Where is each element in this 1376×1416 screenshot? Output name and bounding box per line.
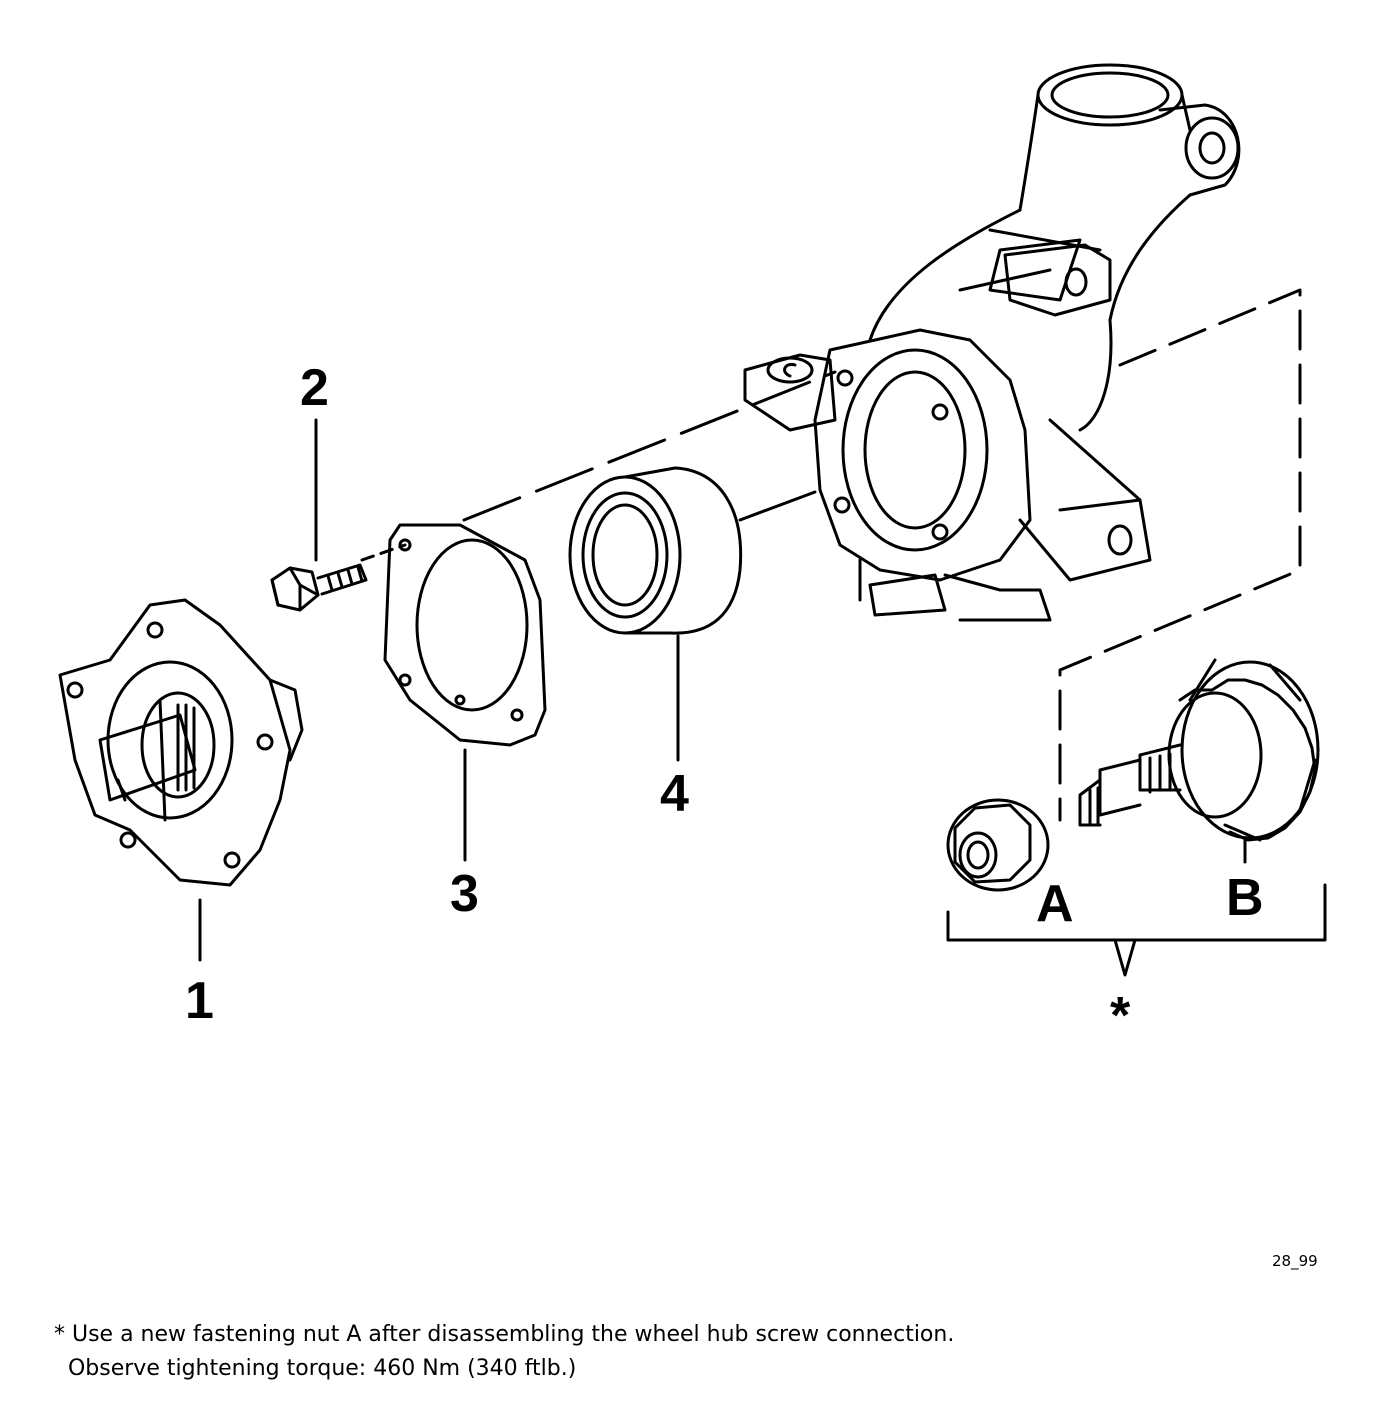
wheel-hub — [58, 598, 304, 962]
footnote: * Use a new fastening nut A after disass… — [54, 1318, 954, 1386]
cover-plate — [383, 370, 837, 862]
callout-part-b: B — [1226, 869, 1264, 927]
drive-shaft-joint — [1078, 658, 1320, 864]
footnote-line-1: * Use a new fastening nut A after disass… — [54, 1322, 955, 1347]
footnote-line-2: Observe tightening torque: 460 Nm (340 f… — [54, 1356, 577, 1381]
callout-part-4: 4 — [660, 765, 689, 823]
callout-part-3: 3 — [450, 865, 479, 923]
callout-asterisk: * — [1110, 987, 1131, 1045]
figure-id: 28_99 — [1272, 1252, 1318, 1270]
ab-bracket — [946, 883, 1327, 977]
callout-part-2: 2 — [300, 359, 329, 417]
callout-part-a: A — [1036, 875, 1074, 933]
steering-knuckle — [743, 63, 1302, 822]
callout-part-1: 1 — [185, 972, 214, 1030]
flange-nut — [946, 798, 1050, 892]
wheel-bearing — [568, 466, 817, 762]
hex-bolt — [270, 418, 407, 612]
